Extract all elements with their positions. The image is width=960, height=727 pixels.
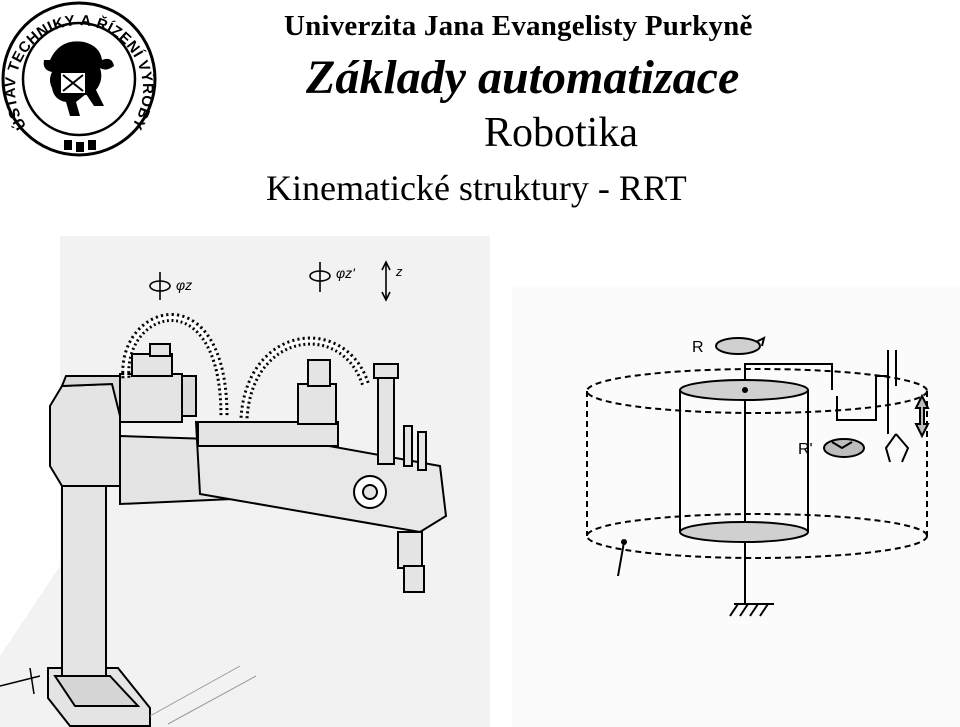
label-z: z <box>395 264 403 279</box>
institution-logo: ÚSTAV TECHNIKY A ŘÍZENÍ VÝROBY <box>1 1 157 157</box>
label-phi-z-prime: φz' <box>336 265 356 281</box>
translation-arrow-icon <box>914 393 930 439</box>
topic-title: Robotika <box>484 110 638 156</box>
lion-emblem-icon <box>43 41 114 116</box>
gear-icon <box>64 140 96 152</box>
rotation-r-prime-icon <box>823 438 865 458</box>
rrt-kinematic-diagram: R R' <box>512 286 960 727</box>
rotation-r-icon <box>715 336 766 355</box>
label-r-prime: R' <box>798 441 813 458</box>
course-title: Základy automatizace <box>306 51 740 104</box>
slide-title: Kinematické struktury - RRT <box>266 168 687 208</box>
scara-robot-illustration: φz φz' z <box>0 236 490 727</box>
university-name: Univerzita Jana Evangelisty Purkyně <box>284 10 753 42</box>
label-r: R <box>692 339 704 356</box>
label-phi-z: φz <box>176 277 192 293</box>
